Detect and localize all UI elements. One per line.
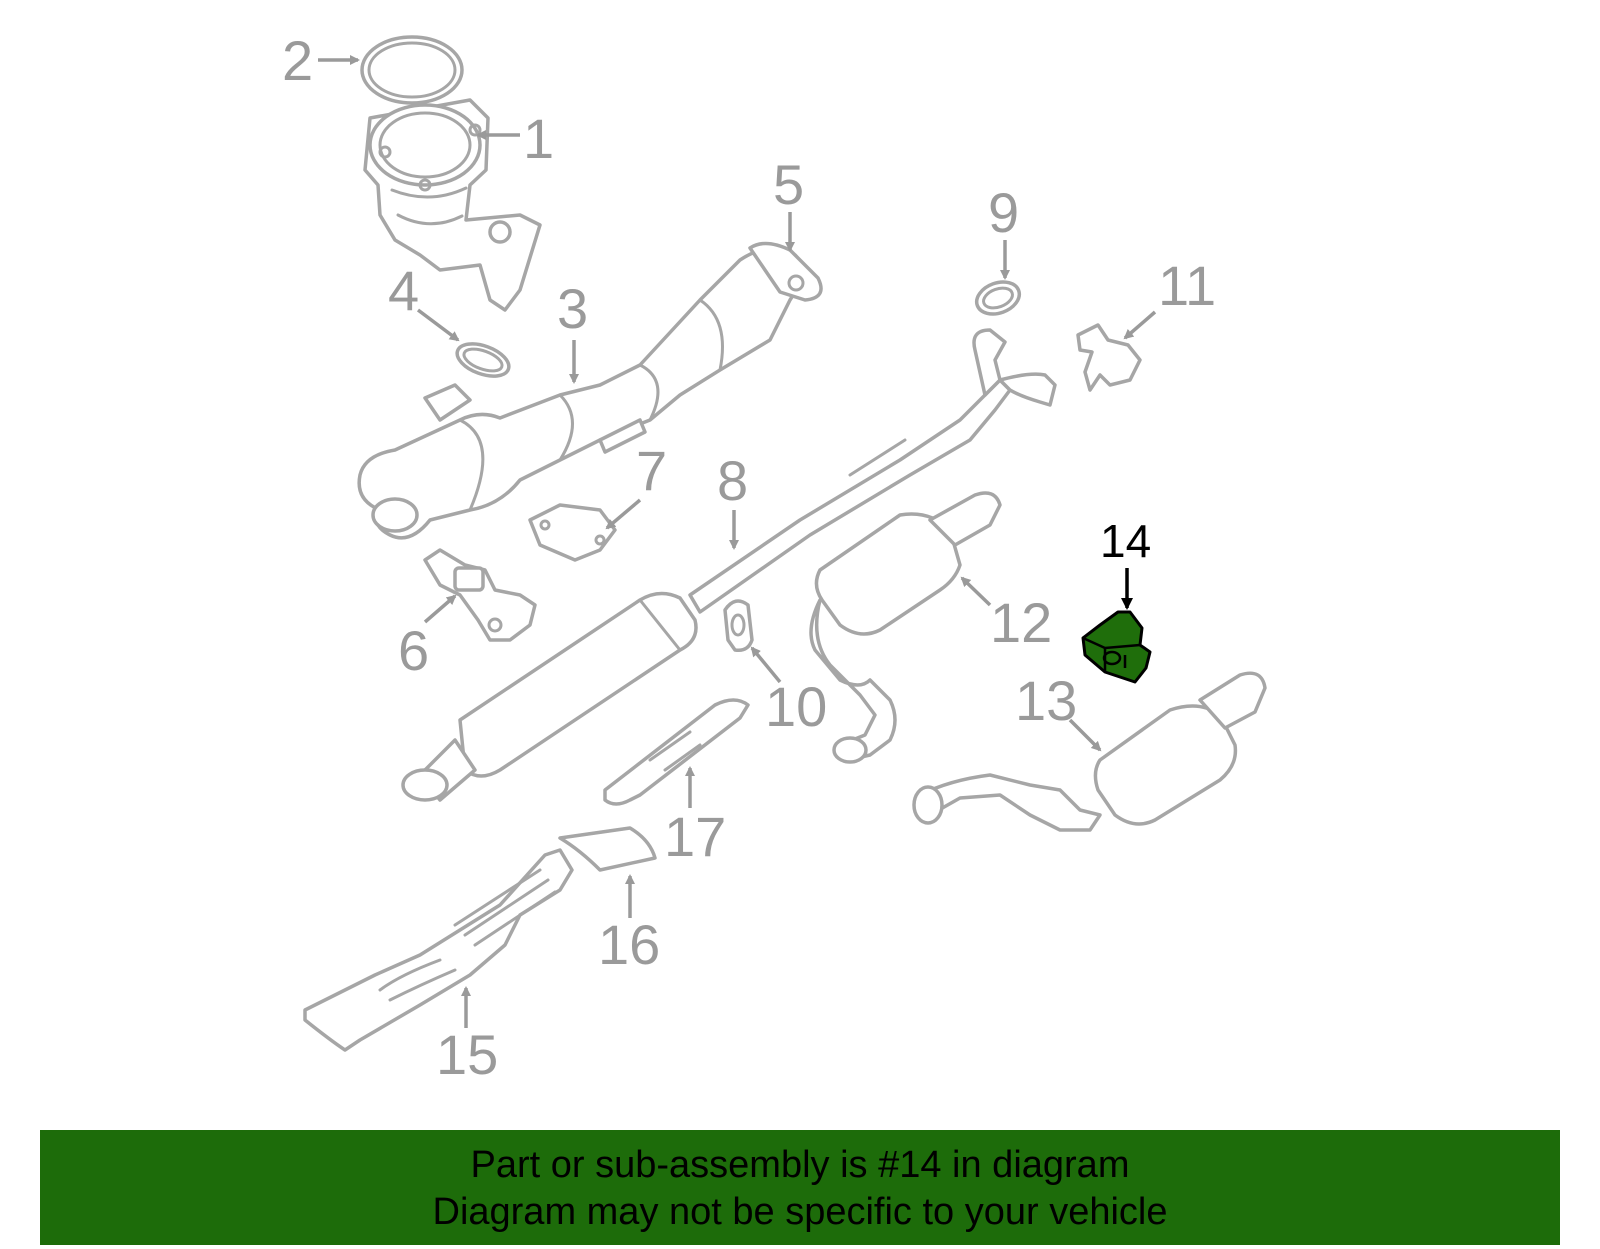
leader-6 [423, 594, 457, 624]
banner-line-disclaimer: Diagram may not be specific to your vehi… [432, 1191, 1168, 1233]
callout-12: 12 [990, 591, 1052, 654]
callout-15: 15 [436, 1023, 498, 1086]
part-9-gasket[interactable] [972, 276, 1024, 319]
callout-17: 17 [664, 805, 726, 868]
callout-10: 10 [765, 675, 827, 738]
callout-2: 2 [282, 29, 313, 92]
leader-10 [750, 646, 782, 684]
leader-11 [1123, 310, 1157, 340]
callout-3: 3 [557, 277, 588, 340]
part-16-heat-shield[interactable] [558, 826, 657, 872]
part-12-muffler-left[interactable] [809, 491, 1002, 764]
part-13-muffler-right[interactable] [912, 671, 1267, 832]
part-1-catalytic-converter[interactable] [363, 98, 542, 312]
callout-5: 5 [773, 153, 804, 216]
callout-13: 13 [1015, 669, 1077, 732]
leader-7 [605, 498, 642, 530]
callout-4: 4 [388, 259, 419, 322]
part-2-gasket[interactable] [360, 35, 464, 105]
callout-1: 1 [523, 107, 554, 170]
part-11-bracket[interactable] [1076, 323, 1142, 392]
leader-12 [960, 576, 992, 607]
part-14-highlighted-bracket[interactable] [1081, 610, 1152, 684]
part-17-heat-shield[interactable] [603, 698, 750, 806]
callout-14: 14 [1100, 515, 1151, 567]
part-8-center-pipe[interactable] [401, 328, 1057, 802]
callout-7: 7 [636, 439, 667, 502]
leader-4 [416, 308, 460, 342]
callout-16: 16 [598, 913, 660, 976]
callout-11: 11 [1158, 254, 1216, 317]
part-5-flange[interactable] [748, 241, 823, 302]
callout-9: 9 [988, 181, 1019, 244]
part-3-front-pipe[interactable] [357, 246, 804, 540]
part-4-gasket[interactable] [453, 338, 513, 383]
part-6-hanger[interactable] [423, 548, 537, 642]
part-info-banner: Part or sub-assembly is #14 in diagram D… [40, 1130, 1560, 1245]
part-7-bracket[interactable] [528, 503, 617, 562]
callout-labels: 1 2 3 4 5 6 7 8 9 10 11 12 13 14 15 16 1… [282, 29, 1216, 1086]
part-10-rubber-hanger[interactable] [723, 599, 754, 653]
callout-6: 6 [398, 619, 429, 682]
leader-13 [1068, 718, 1102, 752]
part-15-heat-shield[interactable] [303, 848, 574, 1052]
leader-lines [318, 55, 1157, 1028]
exhaust-parts-diagram: 1 2 3 4 5 6 7 8 9 10 11 12 13 14 15 16 1… [282, 29, 1267, 1086]
banner-line-part: Part or sub-assembly is #14 in diagram [470, 1144, 1130, 1186]
callout-8: 8 [717, 449, 748, 512]
